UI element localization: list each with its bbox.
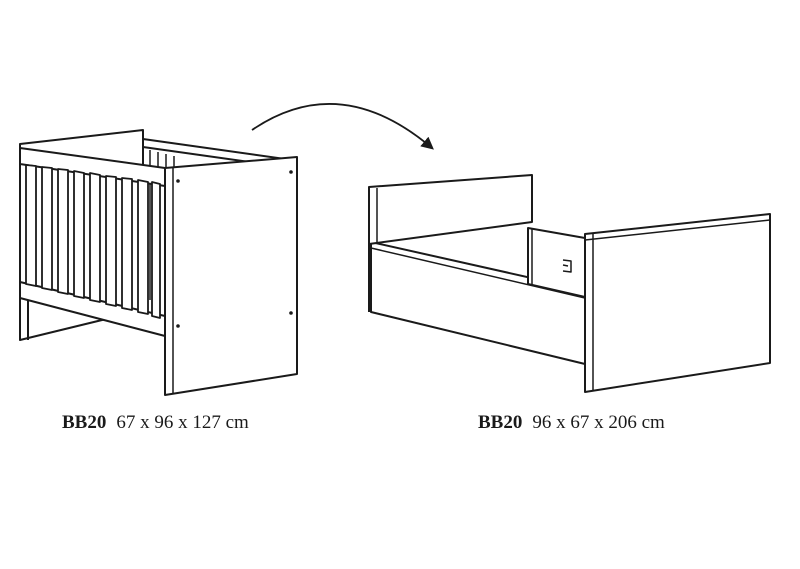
bed-caption: BB20 96 x 67 x 206 cm	[478, 412, 665, 434]
crib-front-bars	[25, 164, 161, 319]
bed-headboard	[368, 174, 533, 245]
bed-product-code: BB20	[478, 412, 523, 433]
crib-product-code: BB20	[62, 412, 107, 433]
bed-illustration	[368, 174, 771, 393]
guard-bracket-icon	[562, 259, 572, 273]
crib-front-end-panel	[164, 156, 298, 396]
crib-dimensions: 67 x 96 x 127 cm	[116, 412, 249, 433]
bed-footboard	[584, 213, 771, 393]
bed-safety-guard	[527, 227, 586, 298]
bed-dimensions: 96 x 67 x 206 cm	[532, 412, 665, 433]
crib-illustration	[19, 129, 298, 396]
crib-screw-holes	[176, 170, 293, 328]
crib-caption: BB20 67 x 96 x 127 cm	[62, 412, 249, 434]
conversion-arrow	[251, 103, 434, 150]
